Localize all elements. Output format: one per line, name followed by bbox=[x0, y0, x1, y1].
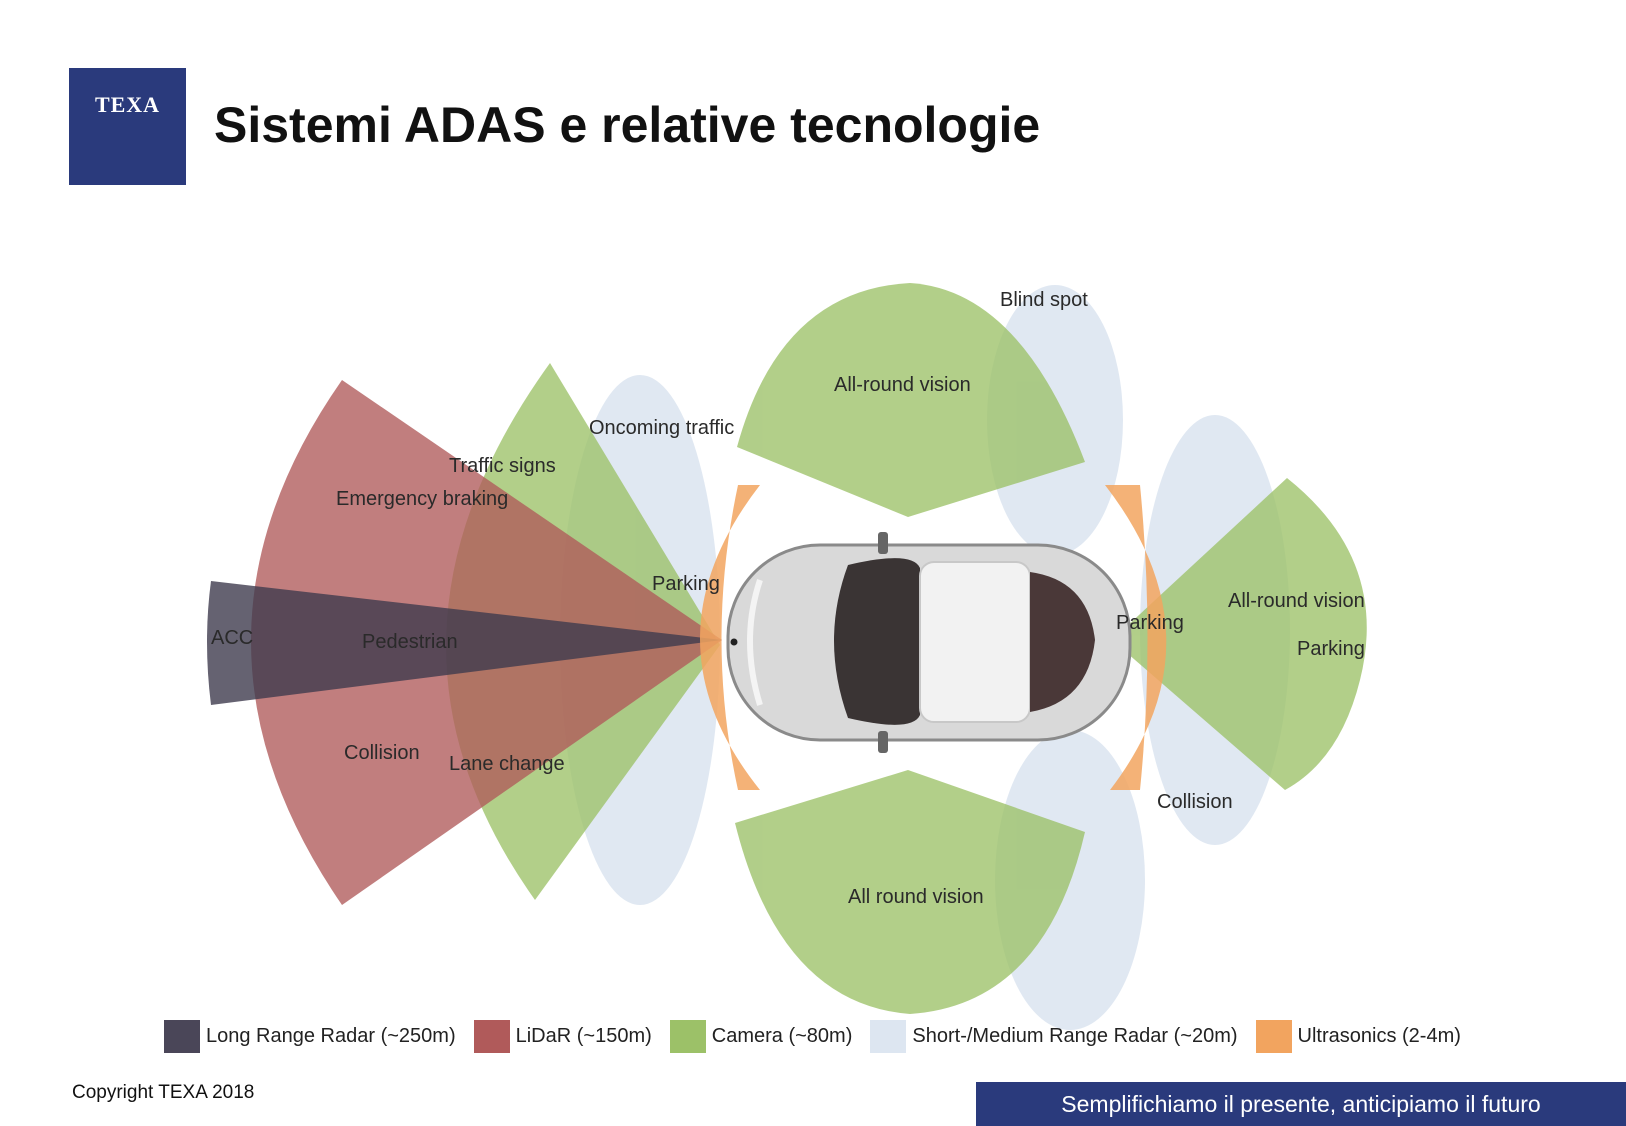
legend-label: Camera (~80m) bbox=[711, 1024, 853, 1047]
legend-item-long-range-radar: Long Range Radar (~250m) bbox=[164, 1019, 456, 1053]
zone-labels: ACC Pedestrian Collision Emergency braki… bbox=[211, 289, 1365, 908]
ultrasonic-zones bbox=[700, 485, 1167, 790]
legend-item-camera: Camera (~80m) bbox=[669, 1019, 853, 1053]
legend-label: Short-/Medium Range Radar (~20m) bbox=[912, 1024, 1238, 1047]
label-oncoming-traffic: Oncoming traffic bbox=[589, 417, 734, 439]
texa-logo: TEXA bbox=[69, 68, 186, 185]
camera-zone-bottom bbox=[735, 770, 1085, 1014]
label-all-round-vision-rear: All-round vision bbox=[1228, 590, 1365, 612]
label-parking-rear-2: Parking bbox=[1297, 638, 1365, 660]
car-windshield bbox=[834, 558, 920, 725]
copyright: Copyright TEXA 2018 bbox=[72, 1082, 255, 1103]
label-parking-rear: Parking bbox=[1116, 612, 1184, 634]
label-blind-spot: Blind spot bbox=[1000, 289, 1088, 311]
legend-swatch bbox=[164, 1019, 200, 1053]
legend-item-lidar: LiDaR (~150m) bbox=[473, 1019, 652, 1053]
label-collision-rear: Collision bbox=[1157, 791, 1233, 813]
legend-label: LiDaR (~150m) bbox=[515, 1024, 652, 1047]
page-title: Sistemi ADAS e relative tecnologie bbox=[214, 97, 1041, 153]
car-top-view bbox=[726, 532, 1132, 753]
label-collision-front: Collision bbox=[344, 742, 420, 764]
label-all-round-vision-bottom: All round vision bbox=[848, 886, 984, 908]
ultrasonic-zone-rear bbox=[1105, 485, 1167, 790]
camera-zone-top bbox=[737, 283, 1085, 517]
legend-swatch bbox=[473, 1019, 510, 1053]
car-rear-window bbox=[1030, 572, 1095, 712]
legend-swatch bbox=[870, 1019, 907, 1053]
label-lane-change: Lane change bbox=[449, 753, 565, 775]
long-range-radar-zone bbox=[207, 581, 722, 705]
legend: Long Range Radar (~250m) LiDaR (~150m) C… bbox=[164, 1019, 1479, 1053]
label-emergency-braking: Emergency braking bbox=[336, 488, 508, 510]
tagline-banner: Semplifichiamo il presente, anticipiamo … bbox=[976, 1082, 1626, 1126]
label-acc: ACC bbox=[211, 627, 253, 649]
legend-swatch bbox=[669, 1019, 706, 1053]
legend-item-short-medium-radar: Short-/Medium Range Radar (~20m) bbox=[870, 1019, 1238, 1053]
car-roof bbox=[919, 561, 1031, 723]
label-pedestrian: Pedestrian bbox=[362, 631, 458, 653]
label-parking-front: Parking bbox=[652, 573, 720, 595]
legend-swatch bbox=[1255, 1019, 1292, 1053]
label-all-round-vision-top: All-round vision bbox=[834, 374, 971, 396]
ultrasonic-zone-front bbox=[700, 485, 760, 790]
legend-label: Ultrasonics (2-4m) bbox=[1297, 1024, 1461, 1047]
legend-label: Long Range Radar (~250m) bbox=[206, 1024, 456, 1047]
camera-zone-rear bbox=[1112, 478, 1367, 790]
legend-item-ultrasonics: Ultrasonics (2-4m) bbox=[1255, 1019, 1461, 1053]
label-traffic-signs: Traffic signs bbox=[449, 455, 556, 477]
